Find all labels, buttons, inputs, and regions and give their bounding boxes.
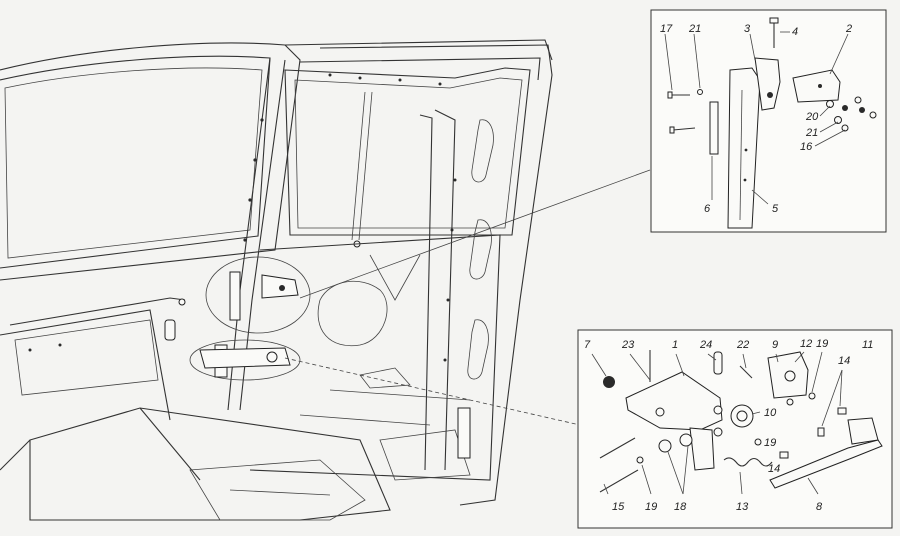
detail-lower-hinge: 7 23 1 24 22 9 12 19 11 14 10 19 14 15 1… (577, 329, 893, 529)
callout-14b: 14 (768, 463, 780, 475)
callout-9: 9 (772, 339, 778, 351)
callout-10: 10 (764, 407, 777, 419)
callout-17: 17 (660, 23, 673, 35)
callout-5: 5 (772, 203, 779, 215)
callout-24: 24 (699, 339, 712, 351)
callout-11: 11 (862, 339, 873, 351)
callout-3: 3 (744, 23, 751, 35)
callout-19b: 19 (764, 437, 776, 449)
cab-door-drawing (0, 39, 553, 521)
callout-23: 23 (621, 339, 635, 351)
leader-lower-hinge (284, 357, 581, 426)
callout-13: 13 (736, 501, 749, 513)
callout-19c: 19 (645, 501, 657, 513)
callout-6: 6 (704, 203, 711, 215)
callout-22: 22 (736, 339, 749, 351)
callout-8: 8 (816, 501, 823, 513)
callout-15: 15 (612, 501, 625, 513)
callout-4: 4 (792, 26, 798, 38)
callout-19: 19 (816, 338, 828, 350)
callout-18: 18 (674, 501, 687, 513)
callout-2: 2 (845, 23, 852, 35)
callout-7: 7 (584, 339, 591, 351)
callout-21b: 21 (805, 127, 818, 139)
detail-upper-hinge: 17 21 3 4 2 20 21 16 6 5 (650, 9, 887, 233)
callout-16: 16 (800, 141, 813, 153)
callout-1: 1 (672, 339, 678, 351)
callout-20: 20 (805, 111, 819, 123)
leader-upper-hinge (299, 169, 651, 299)
callout-21: 21 (688, 23, 701, 35)
callout-14: 14 (838, 355, 850, 367)
callout-12: 12 (800, 338, 812, 350)
